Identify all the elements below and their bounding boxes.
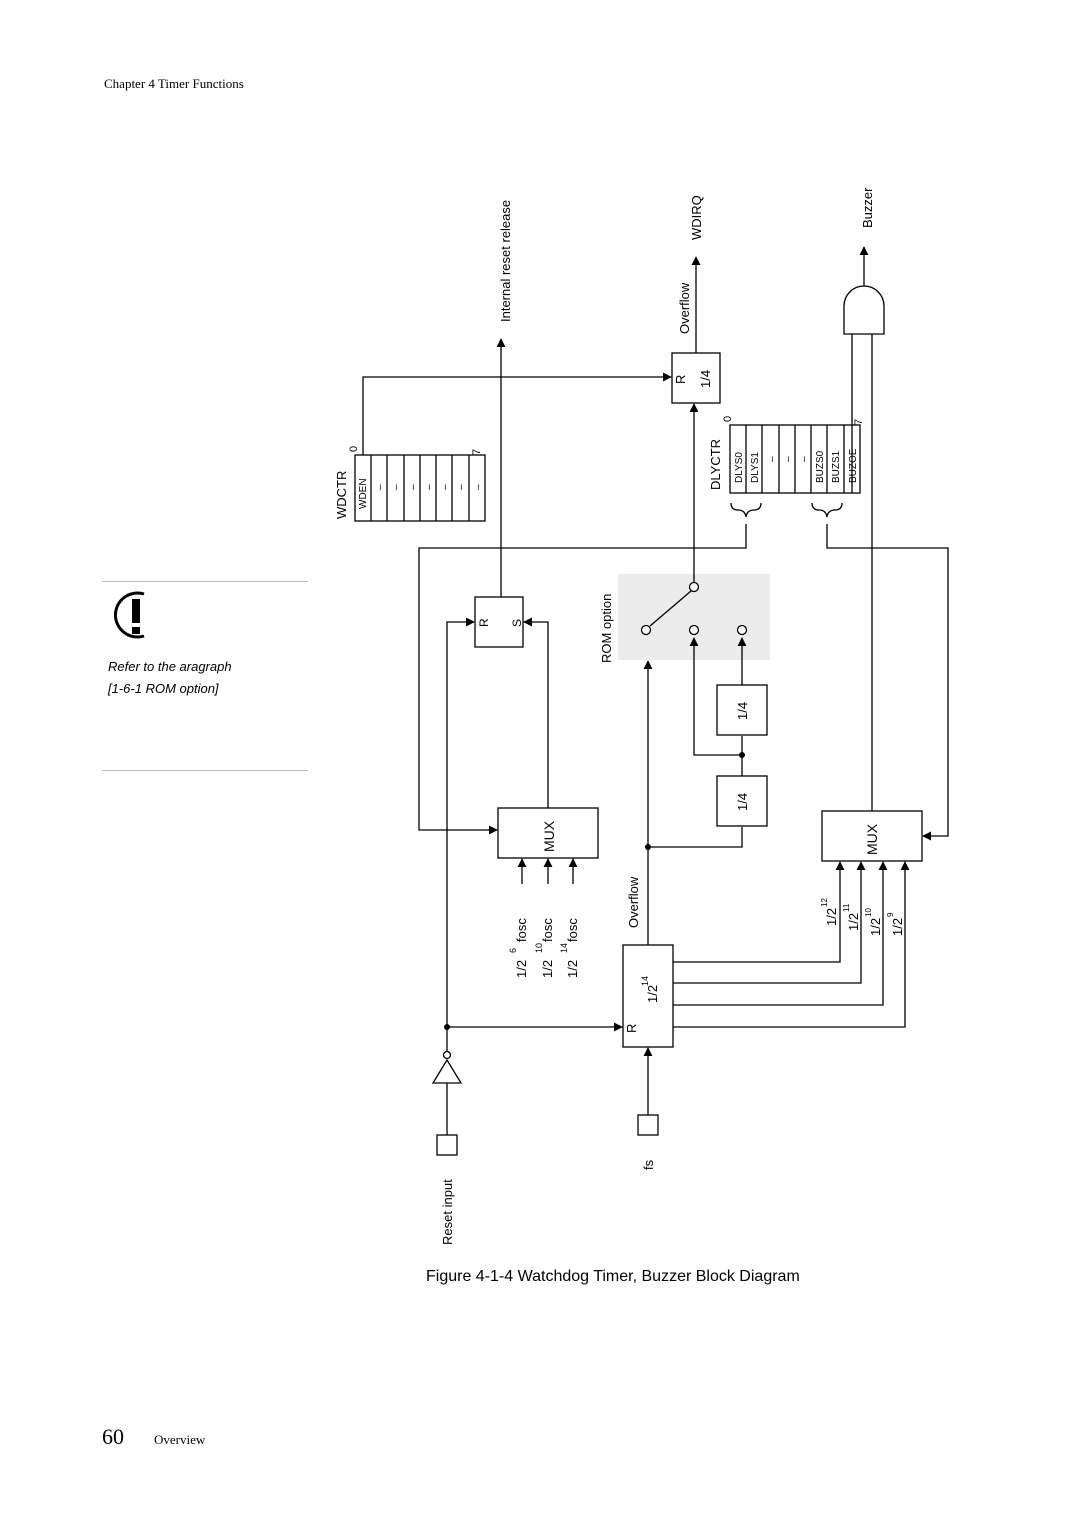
top-divider-r: R — [673, 375, 688, 384]
dlyctr-bit7: 7 — [853, 419, 865, 425]
dlyctr-bit-dlys0: DLYS0 — [734, 452, 745, 483]
rom-option-label: ROM option — [599, 594, 614, 663]
fosc-2-exp: 10 — [534, 943, 544, 953]
rs-r-label: R — [477, 618, 491, 627]
wdctr-bit-6: – — [456, 484, 467, 490]
and-gate — [843, 285, 885, 335]
dlyctr-bit-buzs0: BUZS0 — [815, 450, 826, 483]
note-line-1: Refer to the aragraph — [108, 659, 232, 674]
fosc-1-exp: 6 — [508, 948, 518, 953]
section-name: Overview — [154, 1432, 206, 1447]
fs-input-pin — [637, 1114, 659, 1136]
figure-caption: Figure 4-1-4 Watchdog Timer, Buzzer Bloc… — [426, 1268, 800, 1285]
overflow-lower-label: Overflow — [626, 876, 641, 928]
buzzer-label: Buzzer — [860, 187, 875, 228]
top-divider-ratio: 1/4 — [698, 370, 713, 388]
wdctr-dividers — [370, 455, 470, 521]
reset-input-label: Reset input — [440, 1179, 455, 1245]
wdctr-bit-2: – — [391, 484, 402, 490]
note-text: Refer to the aragraph [1-6-1 ROM option] — [108, 656, 308, 700]
mux-left — [497, 807, 599, 859]
tap-12-exp: 12 — [820, 898, 829, 907]
fosc-1-word: fosc — [514, 918, 529, 942]
chapter-header: Chapter 4 Timer Functions — [104, 76, 244, 91]
wdctr-bit-4: – — [424, 484, 435, 490]
counter-ratio: 1/2 — [645, 985, 660, 1003]
fs-label: fs — [641, 1159, 656, 1170]
rs-flipflop — [474, 596, 524, 648]
note-bottom-rule — [102, 770, 308, 771]
overflow-top-label: Overflow — [677, 282, 692, 334]
wdctr-bit-3: – — [408, 484, 419, 490]
note-top-rule — [102, 581, 308, 582]
page-number: 60 — [102, 1424, 124, 1449]
fosc-2-word: fosc — [540, 918, 555, 942]
dlyctr-bit-dlys1: DLYS1 — [750, 452, 761, 483]
dlyctr-dividers — [745, 425, 845, 493]
fosc-1-base: 1/2 — [514, 960, 529, 978]
wdctr-bit0: 0 — [348, 446, 360, 452]
fosc-3-word: fosc — [565, 918, 580, 942]
counter-ratio-exp: 14 — [640, 976, 650, 986]
tap-9: 1/2 — [890, 918, 905, 936]
mux-left-label: MUX — [541, 820, 557, 852]
tap-12: 1/2 — [824, 908, 839, 926]
dlyctr-bit-2: – — [767, 456, 778, 462]
note-line-2: [1-6-1 ROM option] — [108, 681, 219, 696]
internal-reset-label: Internal reset release — [498, 200, 513, 322]
wdctr-bit-5: – — [440, 484, 451, 490]
divider-upper-label: 1/4 — [735, 702, 750, 720]
caution-icon — [113, 591, 145, 639]
tap-10-exp: 10 — [864, 908, 873, 917]
mux-right — [821, 810, 923, 862]
dlyctr-title: DLYCTR — [708, 439, 723, 490]
tap-9-exp: 9 — [886, 912, 895, 917]
reset-inverter — [431, 1058, 463, 1084]
mux-right-label: MUX — [864, 823, 880, 855]
dlyctr-bit-4: – — [799, 456, 810, 462]
reset-input-pin — [436, 1134, 458, 1156]
tap-10: 1/2 — [868, 918, 883, 936]
wdctr-title: WDCTR — [334, 471, 349, 519]
wdctr-bit-7: – — [473, 484, 484, 490]
fosc-3-base: 1/2 — [565, 960, 580, 978]
brace-buzs — [811, 502, 843, 518]
fosc-2-base: 1/2 — [540, 960, 555, 978]
dlyctr-bit-buzs1: BUZS1 — [831, 450, 842, 483]
wdctr-bit7: 7 — [471, 449, 483, 455]
counter-block — [622, 944, 674, 1048]
divider-upper — [716, 684, 768, 736]
fosc-3-exp: 14 — [559, 943, 569, 953]
counter-r-label: R — [624, 1024, 639, 1033]
wdctr-bit-wden: WDEN — [358, 478, 369, 509]
tap-11: 1/2 — [846, 913, 861, 931]
dlyctr-bit-buzoe: BUZOE — [848, 448, 859, 483]
divider-lower — [716, 775, 768, 827]
dlyctr-bit-3: – — [783, 456, 794, 462]
divider-lower-label: 1/4 — [735, 793, 750, 811]
dlyctr-bit0: 0 — [722, 416, 734, 422]
wdirq-divider-block — [671, 352, 721, 404]
rom-switch-arm — [649, 590, 692, 627]
tap-11-exp: 11 — [842, 903, 851, 912]
brace-dlys — [730, 502, 762, 518]
wdirq-label: WDIRQ — [689, 195, 704, 240]
wdctr-bit-1: – — [375, 484, 386, 490]
rs-s-label: S — [510, 619, 524, 627]
